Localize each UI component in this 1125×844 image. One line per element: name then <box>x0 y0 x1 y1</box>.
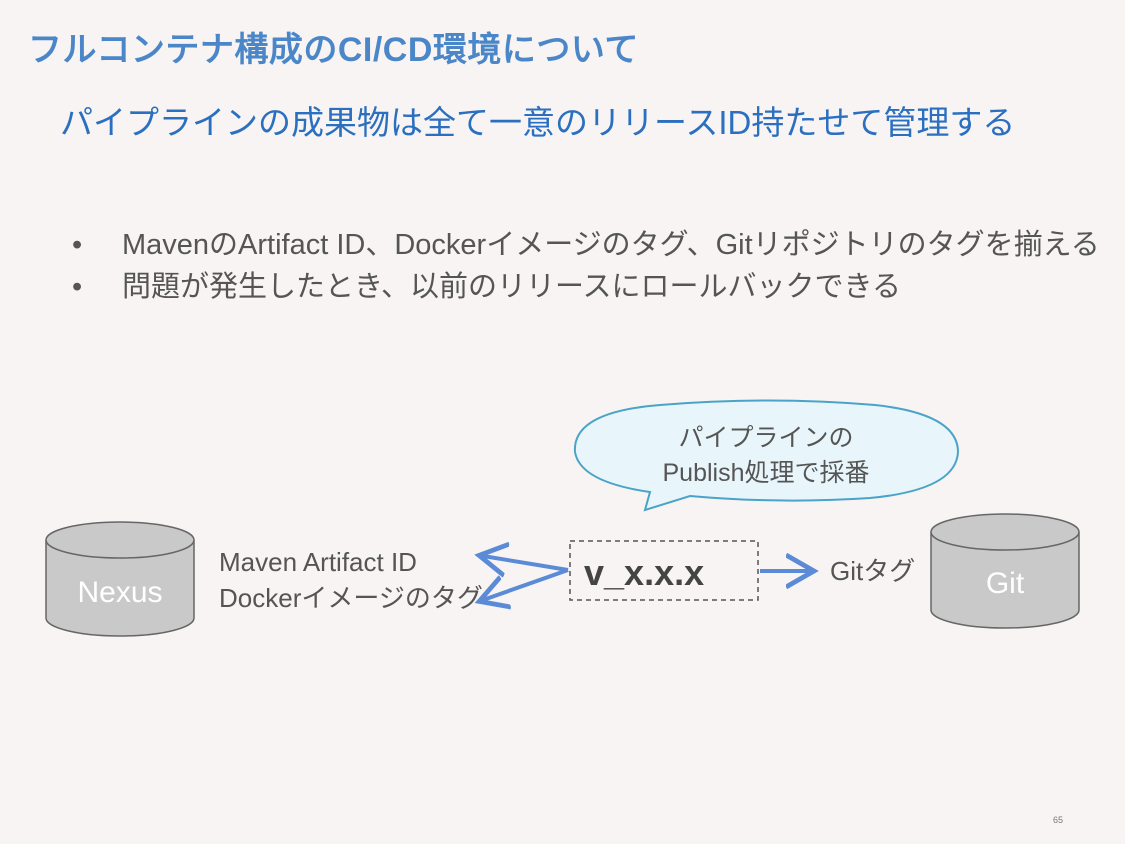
callout-line1: パイプラインの <box>678 424 853 452</box>
callout-line2: Publish処理で採番 <box>663 459 870 487</box>
git-cylinder: Git <box>930 513 1080 629</box>
nexus-label: Nexus <box>77 576 162 609</box>
git-label: Git <box>986 567 1025 600</box>
arrow-to-docker <box>483 568 569 600</box>
slide-title: フルコンテナ構成のCI/CD環境について <box>28 31 639 69</box>
version-label: v_x.x.x <box>584 552 704 593</box>
bullet-dot-icon: • <box>72 271 83 303</box>
bullet-item: • 問題が発生したとき、以前のリリースにロールバックできる <box>72 266 1100 308</box>
bullet-dot-icon: • <box>72 229 83 261</box>
version-box <box>569 540 759 601</box>
arrow-to-maven <box>483 556 569 570</box>
git-tag-label: Gitタグ <box>830 556 915 586</box>
page-number: 65 <box>1053 815 1064 825</box>
callout-bubble: パイプラインの Publish処理で採番 <box>573 399 960 512</box>
bullet-text: 問題が発生したとき、以前のリリースにロールバックできる <box>122 271 901 303</box>
bullet-item: • MavenのArtifact ID、Dockerイメージのタグ、Gitリポジト… <box>72 224 1100 266</box>
docker-tag-label: Dockerイメージのタグ <box>219 583 483 613</box>
bullet-list: • MavenのArtifact ID、Dockerイメージのタグ、Gitリポジト… <box>72 224 1100 308</box>
maven-artifact-label: Maven Artifact ID <box>219 547 417 577</box>
slide-subtitle: パイプラインの成果物は全て一意のリリースID持たせて管理する <box>60 104 1016 141</box>
nexus-cylinder: Nexus <box>45 521 195 637</box>
bullet-text: MavenのArtifact ID、Dockerイメージのタグ、Gitリポジトリ… <box>122 229 1100 261</box>
